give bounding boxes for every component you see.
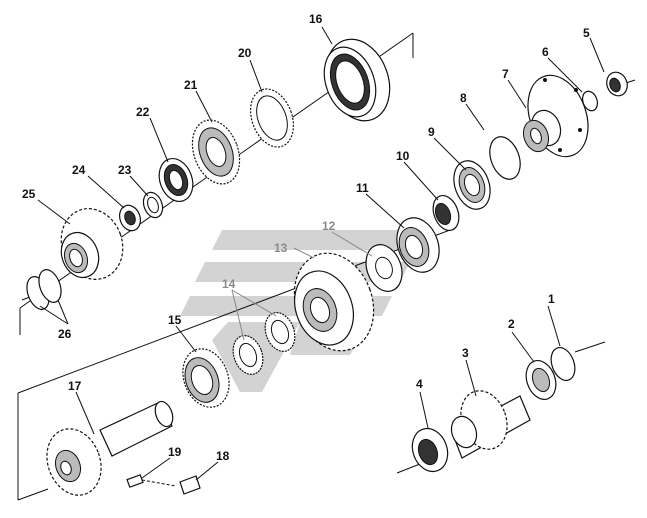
part-5-nut bbox=[606, 71, 628, 97]
part-18-key bbox=[179, 475, 201, 495]
callout-26: 26 bbox=[58, 327, 72, 341]
callout-23: 23 bbox=[118, 163, 132, 177]
callout-14: 14 bbox=[222, 277, 236, 291]
part-20-synchronizer-ring bbox=[249, 88, 295, 148]
callout-21: 21 bbox=[184, 78, 198, 92]
callout-22: 22 bbox=[136, 105, 150, 119]
callout-9: 9 bbox=[428, 125, 435, 139]
part-25-gear bbox=[60, 208, 124, 280]
part-13-large-gear bbox=[293, 252, 375, 352]
callout-13: 13 bbox=[274, 241, 288, 255]
callout-7: 7 bbox=[502, 67, 509, 81]
part-16-shift-sleeve bbox=[323, 38, 391, 122]
callout-19: 19 bbox=[168, 445, 182, 459]
callout-6: 6 bbox=[542, 45, 549, 59]
part-11-bearing bbox=[396, 217, 440, 273]
callout-15: 15 bbox=[168, 313, 182, 327]
callout-16: 16 bbox=[309, 12, 323, 26]
part-3-input-shaft-gear bbox=[450, 390, 531, 459]
callout-20: 20 bbox=[238, 46, 252, 60]
callout-4: 4 bbox=[416, 377, 423, 391]
part-12-thrust-washer bbox=[365, 244, 403, 292]
part-7-output-flange bbox=[522, 74, 589, 158]
callout-10: 10 bbox=[396, 149, 410, 163]
callout-12: 12 bbox=[322, 219, 336, 233]
part-19-spring bbox=[126, 474, 177, 488]
part-8-seal-ring bbox=[489, 136, 521, 180]
callout-3: 3 bbox=[462, 346, 469, 360]
callout-2: 2 bbox=[508, 317, 515, 331]
part-10-bearing-race bbox=[432, 194, 460, 232]
part-22-needle-bearing bbox=[158, 158, 194, 202]
callout-17: 17 bbox=[68, 379, 82, 393]
callout-24: 24 bbox=[72, 163, 86, 177]
leader-lines bbox=[37, 26, 605, 481]
callout-18: 18 bbox=[216, 449, 230, 463]
part-2-bearing bbox=[525, 360, 557, 400]
callout-5: 5 bbox=[583, 26, 590, 40]
callout-25: 25 bbox=[22, 187, 36, 201]
part-17-main-shaft bbox=[46, 400, 174, 496]
part-15-synchronizer-ring bbox=[182, 348, 230, 408]
part-24-bushing bbox=[119, 204, 141, 232]
part-4-bearing bbox=[411, 427, 449, 473]
part-26-snap-rings bbox=[26, 269, 62, 310]
callout-11: 11 bbox=[356, 181, 369, 195]
part-1-snap-ring bbox=[550, 346, 576, 382]
callout-labels: 1 2 3 4 5 6 7 8 9 10 11 12 13 14 15 16 1… bbox=[22, 12, 590, 463]
part-9-bearing bbox=[453, 160, 491, 210]
part-14-needle-bearings bbox=[232, 312, 296, 375]
callout-1: 1 bbox=[548, 292, 555, 306]
part-21-synchronizer-hub bbox=[191, 119, 241, 185]
part-23-thrust-washer bbox=[142, 191, 164, 219]
callout-8: 8 bbox=[460, 91, 467, 105]
